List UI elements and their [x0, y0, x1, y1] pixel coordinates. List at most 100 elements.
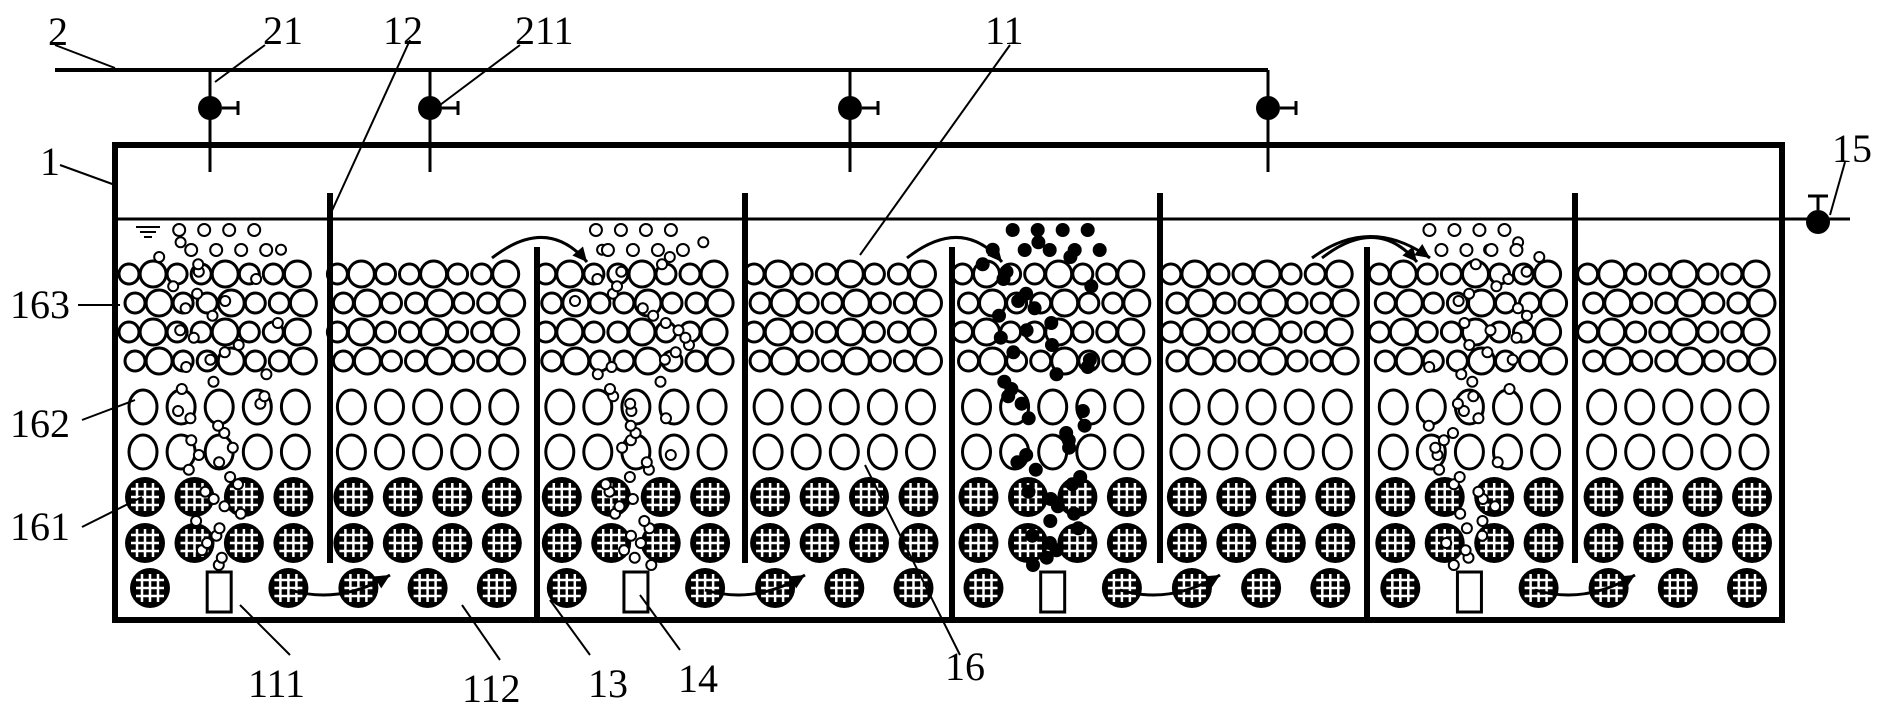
bubble-icon [654, 375, 667, 388]
medium-filler-icon [450, 433, 482, 471]
medium-filler-icon [905, 433, 936, 471]
small-filler-icon [1207, 320, 1231, 344]
flow-arrow-icon-head [1204, 575, 1220, 589]
small-filler-icon [123, 349, 147, 373]
small-filler-icon [835, 259, 865, 289]
medium-filler-icon [279, 433, 311, 471]
small-filler-icon [425, 346, 455, 376]
small-filler-icon [555, 317, 585, 347]
medium-filler-icon [790, 433, 822, 471]
small-filler-icon [1330, 346, 1360, 376]
medium-filler-icon [1245, 433, 1277, 471]
small-filler-icon [1669, 317, 1699, 347]
small-filler-icon [1213, 349, 1237, 373]
small-filler-icon [1597, 259, 1627, 289]
medium-filler-icon [1075, 433, 1107, 471]
aerator-icon [205, 570, 233, 614]
bubble-icon [605, 361, 618, 373]
bubble-icon [218, 346, 231, 359]
small-filler-icon [419, 317, 449, 347]
small-filler-icon [117, 320, 141, 344]
bubble-icon [1014, 396, 1029, 411]
label-161: 161 [10, 504, 70, 549]
small-filler-icon [1116, 259, 1146, 289]
medium-filler-icon [241, 433, 273, 471]
small-filler-icon [144, 288, 174, 318]
flow-arrow-icon-head [1402, 246, 1417, 262]
bubble-icon [175, 383, 188, 395]
small-filler-icon [1603, 288, 1633, 318]
medium-filler-icon [1377, 388, 1409, 426]
small-filler-icon [1285, 291, 1309, 315]
bubble-icon [664, 449, 677, 461]
small-filler-icon [1747, 288, 1777, 318]
medium-filler-icon [1245, 388, 1277, 426]
small-filler-icon [627, 259, 657, 289]
small-filler-icon [117, 262, 141, 286]
medium-filler-icon [1113, 433, 1145, 471]
bubble-icon [206, 309, 219, 322]
small-filler-icon [1005, 291, 1029, 315]
small-filler-icon [1231, 262, 1255, 286]
small-filler-icon [790, 262, 814, 286]
flow-arrow-icon-head [1619, 575, 1635, 589]
medium-filler-icon [1738, 433, 1770, 471]
bubble-icon [1031, 235, 1046, 250]
small-filler-icon [1186, 346, 1216, 376]
small-filler-icon [633, 346, 663, 376]
medium-filler-icon [1453, 433, 1485, 471]
bubble-icon [247, 223, 262, 237]
small-filler-icon [237, 320, 261, 344]
medium-filler-icon [1037, 388, 1069, 426]
small-filler-icon [841, 346, 871, 376]
small-filler-icon [497, 288, 527, 318]
small-filler-icon [1165, 349, 1189, 373]
small-filler-icon [1394, 346, 1424, 376]
generated-elements [117, 70, 1777, 617]
small-filler-icon [1726, 291, 1750, 315]
bubble-icon [258, 390, 271, 403]
bubble-icon [624, 419, 637, 432]
small-filler-icon [1237, 349, 1261, 373]
medium-filler-icon [582, 433, 614, 471]
small-filler-icon [1720, 262, 1744, 286]
small-filler-icon [1252, 259, 1282, 289]
small-filler-icon [1303, 262, 1327, 286]
bubble-icon [1434, 243, 1449, 257]
small-filler-icon [978, 346, 1007, 376]
label-211: 211 [515, 8, 574, 53]
small-filler-icon [1439, 262, 1463, 286]
bubble-icon [663, 251, 676, 263]
bubble-icon [1484, 243, 1499, 257]
small-filler-icon [1603, 346, 1633, 376]
bubble-icon [993, 330, 1008, 345]
medium-filler-icon [1662, 433, 1694, 471]
small-filler-icon [1071, 320, 1095, 344]
small-filler-icon [1231, 320, 1255, 344]
bubble-icon [1506, 353, 1519, 366]
small-filler-icon [165, 262, 189, 286]
small-filler-icon [886, 320, 910, 344]
small-filler-icon [540, 349, 564, 373]
bubble-icon [1026, 558, 1040, 572]
small-filler-icon [1101, 291, 1125, 315]
bubble-icon [1509, 243, 1524, 257]
medium-filler-icon [1321, 388, 1353, 426]
bubble-icon [218, 427, 231, 439]
bubble-icon [250, 273, 263, 285]
small-filler-icon [1213, 291, 1237, 315]
small-filler-icon [1388, 259, 1418, 289]
small-filler-icon [452, 349, 476, 373]
bubble-icon [207, 493, 220, 505]
label-2: 2 [48, 9, 68, 54]
bubble-icon [1447, 559, 1460, 571]
small-filler-icon [476, 349, 500, 373]
bubble-icon [1491, 456, 1504, 469]
medium-filler-icon [1283, 388, 1315, 426]
bubble-icon [591, 273, 604, 285]
bubble-icon [1481, 346, 1494, 359]
bubble-icon [1017, 243, 1032, 257]
label-14: 14 [678, 656, 718, 701]
small-filler-icon [1101, 349, 1125, 373]
medium-filler-icon [374, 433, 405, 471]
